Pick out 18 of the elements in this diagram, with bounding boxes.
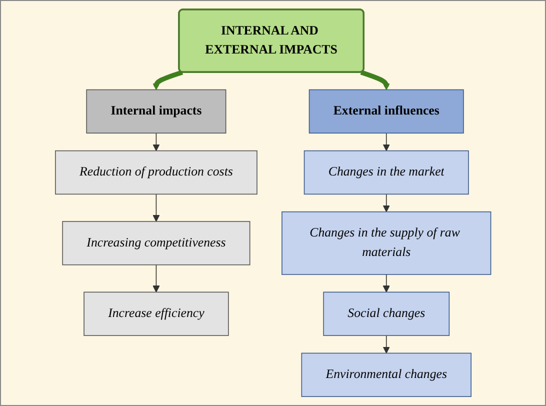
node-box: Changes in the market: [304, 150, 469, 195]
node-box: Reduction of production costs: [54, 150, 258, 195]
node-box: Increase efficiency: [84, 292, 229, 336]
node-box: Social changes: [323, 292, 450, 336]
node-box: Internal impacts: [86, 89, 226, 134]
arrow: [152, 264, 160, 292]
arrow: [382, 132, 390, 152]
node-box: Environmental changes: [301, 352, 472, 397]
arrow: [152, 132, 160, 152]
node-box: Changes in the supply of raw materials: [281, 211, 492, 275]
arrow: [360, 70, 390, 90]
arrow: [382, 274, 390, 292]
node-box: Increasing competitiveness: [62, 221, 250, 266]
arrow: [152, 70, 183, 90]
arrow: [382, 194, 390, 212]
arrow: [382, 335, 390, 354]
node-box: External influences: [308, 89, 464, 134]
arrow: [152, 194, 160, 222]
